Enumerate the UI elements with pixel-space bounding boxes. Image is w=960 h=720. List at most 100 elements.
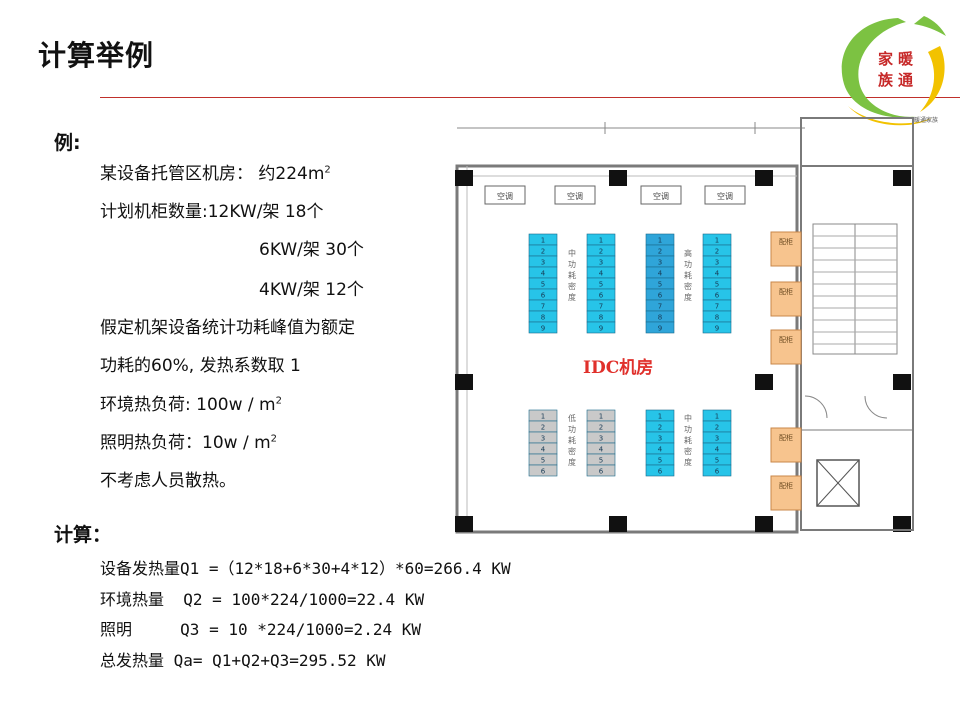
density-label-char: 密 (684, 446, 692, 456)
assumption-line: 功耗的60%, 发热系数取 1 (100, 356, 301, 376)
ac-unit-label: 空调 (653, 191, 669, 201)
ac-unit (640, 185, 682, 205)
rack-number: 2 (599, 248, 603, 256)
rack-unit (645, 464, 675, 477)
density-label-char: 耗 (568, 436, 576, 445)
ac-unit-label: 空调 (717, 191, 733, 201)
title-divider (100, 97, 960, 98)
light-load-line: 照明热负荷：10w / m2 (100, 433, 278, 453)
logo-char: 族 (878, 71, 894, 89)
rack-number: 5 (541, 457, 545, 465)
rack-unit (586, 464, 616, 477)
rack-number: 5 (658, 281, 662, 289)
rack-number: 6 (658, 468, 663, 476)
density-label-char: 度 (684, 292, 692, 302)
logo-char: 家 (878, 50, 894, 68)
logo-badge: 暖通家族 (914, 117, 939, 124)
rack-unit (702, 321, 732, 334)
calc-qa: 总发热量 Qa= Q1+Q2+Q3=295.52 KW (100, 651, 386, 670)
env-load-line: 环境热负荷: 100w / m2 (100, 395, 282, 415)
calc-q1: 设备发热量Q1 =（12*18+6*30+4*12）*60=266.4 KW (100, 559, 511, 578)
density-label-char: 功 (568, 259, 576, 269)
rack-number: 8 (715, 314, 719, 322)
rack-number: 8 (541, 314, 545, 322)
rack-number: 3 (599, 259, 603, 267)
rack-number: 2 (715, 424, 719, 432)
rack-number: 1 (541, 413, 545, 421)
rack-number: 9 (715, 325, 719, 333)
rack-number: 6 (541, 292, 546, 300)
rack-number: 6 (599, 292, 604, 300)
rack-unit (528, 321, 558, 334)
density-label-char: 功 (568, 424, 576, 434)
side-unit (770, 231, 802, 267)
side-unit-label: 配柜 (779, 433, 793, 442)
rack-number: 2 (715, 248, 719, 256)
side-unit (770, 281, 802, 317)
rack-number: 3 (715, 259, 719, 267)
cabinet-line: 6KW/架 30个 (259, 240, 364, 260)
ac-unit-label: 空调 (497, 191, 513, 201)
room-area-line: 某设备托管区机房： 约224m2 (100, 164, 331, 184)
idc-room-label: IDC机房 (583, 357, 653, 378)
rack-number: 4 (599, 270, 604, 278)
ac-unit (704, 185, 746, 205)
rack-number: 9 (541, 325, 545, 333)
rack-number: 2 (541, 424, 545, 432)
density-label-char: 功 (684, 259, 692, 269)
density-label-char: 中 (684, 413, 692, 423)
density-label-char: 密 (684, 281, 692, 291)
rack-number: 2 (658, 424, 662, 432)
rack-number: 3 (658, 435, 662, 443)
rack-number: 6 (541, 468, 546, 476)
rack-number: 5 (599, 457, 603, 465)
side-unit (770, 427, 802, 463)
rack-number: 4 (715, 270, 720, 278)
ac-unit (484, 185, 526, 205)
rack-number: 5 (715, 281, 719, 289)
rack-number: 7 (715, 303, 719, 311)
density-label-char: 耗 (684, 271, 692, 280)
cabinet-line: 计划机柜数量:12KW/架 18个 (100, 202, 324, 222)
rack-number: 8 (599, 314, 603, 322)
rack-number: 8 (658, 314, 662, 322)
density-label-char: 功 (684, 424, 692, 434)
rack-number: 6 (715, 468, 720, 476)
rack-number: 4 (541, 270, 546, 278)
density-label-char: 度 (568, 457, 576, 467)
side-unit-label: 配柜 (779, 481, 793, 490)
rack-number: 1 (658, 237, 662, 245)
rack-number: 3 (715, 435, 719, 443)
side-unit-label: 配柜 (779, 335, 793, 344)
assumption-line: 假定机架设备统计功耗峰值为额定 (100, 318, 355, 338)
rack-number: 1 (599, 413, 603, 421)
brand-logo: 家 暖 族 通 暖通家族 (828, 6, 956, 130)
rack-number: 6 (715, 292, 720, 300)
rack-unit (586, 321, 616, 334)
rack-number: 1 (658, 413, 662, 421)
calc-heading: 计算： (54, 524, 112, 546)
rack-number: 2 (599, 424, 603, 432)
rack-number: 4 (599, 446, 604, 454)
side-unit (770, 475, 802, 511)
rack-number: 1 (715, 413, 719, 421)
rack-number: 6 (599, 468, 604, 476)
rack-number: 4 (658, 446, 663, 454)
density-label-char: 度 (568, 292, 576, 302)
side-unit-label: 配柜 (779, 237, 793, 246)
rack-number: 1 (541, 237, 545, 245)
example-heading: 例: (54, 132, 81, 154)
logo-swoosh-icon (841, 16, 946, 126)
rack-number: 6 (658, 292, 663, 300)
rack-unit (645, 321, 675, 334)
ac-unit-label: 空调 (567, 191, 583, 201)
density-label-char: 耗 (684, 436, 692, 445)
rack-number: 5 (541, 281, 545, 289)
density-label-char: 度 (684, 457, 692, 467)
rack-number: 3 (541, 259, 545, 267)
density-label-char: 密 (568, 446, 576, 456)
side-unit (770, 329, 802, 365)
rack-number: 7 (599, 303, 603, 311)
rack-number: 3 (599, 435, 603, 443)
